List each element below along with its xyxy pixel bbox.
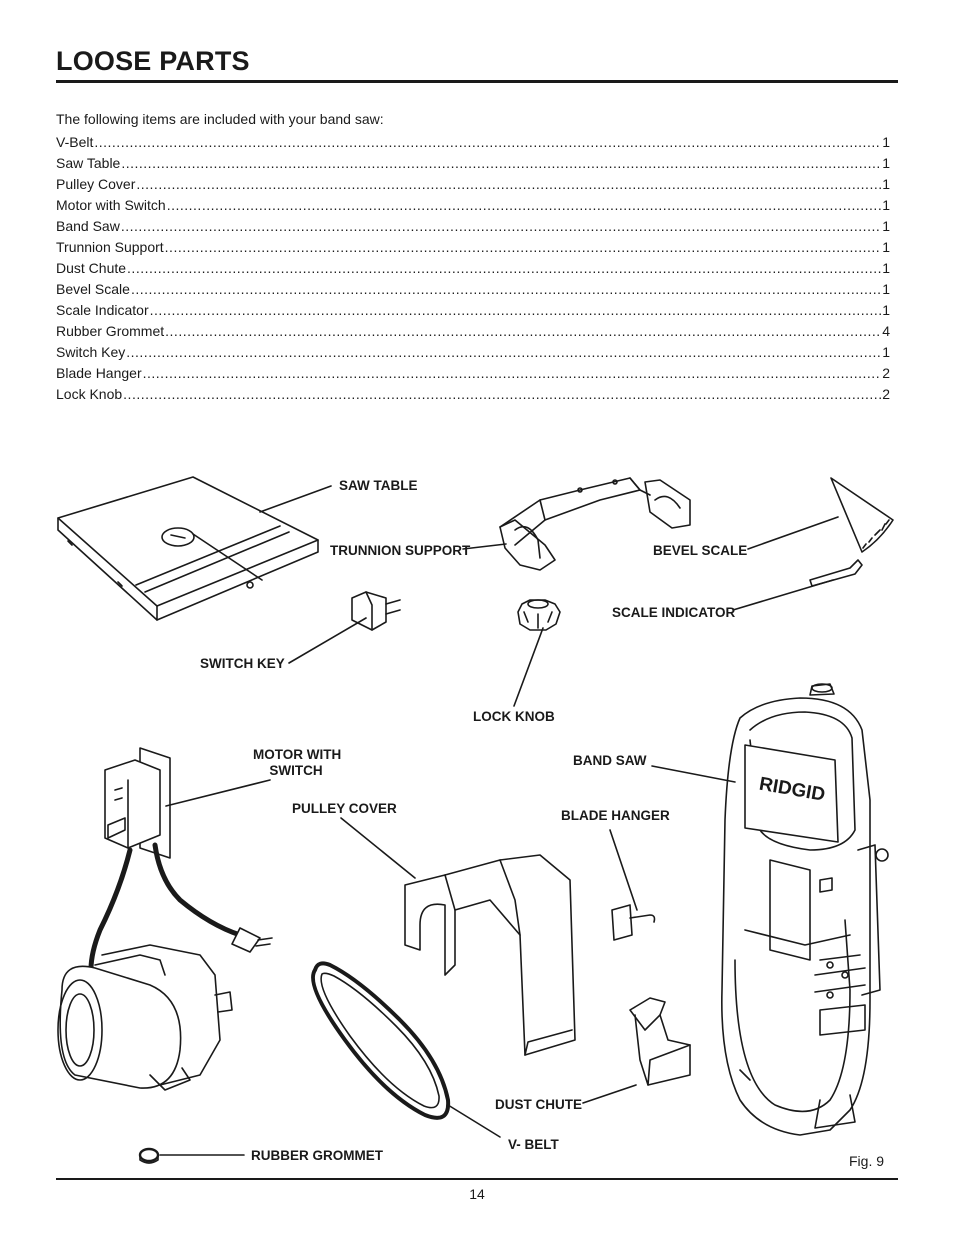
list-item: Lock Knob 2 (56, 384, 890, 405)
part-name: Rubber Grommet (56, 323, 165, 339)
part-name: Blade Hanger (56, 365, 142, 381)
part-quantity: 2 (882, 365, 890, 381)
rubber-grommet-drawing (138, 1147, 160, 1164)
label-dust-chute: DUST CHUTE (495, 1097, 582, 1112)
part-name: Saw Table (56, 155, 121, 171)
list-item: Switch Key 1 (56, 342, 890, 363)
intro-text: The following items are included with yo… (56, 111, 384, 127)
dust-chute-drawing (629, 997, 691, 1086)
label-switch-key: SWITCH KEY (200, 656, 285, 671)
label-motor-with-switch-line1: MOTOR WITH (253, 747, 342, 762)
part-quantity: 1 (882, 134, 890, 150)
trunnion-support-drawing (499, 477, 691, 571)
bevel-scale-drawing (830, 477, 894, 553)
page-title: LOOSE PARTS (56, 46, 250, 76)
label-pulley-cover: PULLEY COVER (292, 801, 397, 816)
list-item: Motor with Switch 1 (56, 195, 890, 216)
list-item: Blade Hanger 2 (56, 363, 890, 384)
part-name: Motor with Switch (56, 197, 166, 213)
part-quantity: 1 (882, 176, 890, 192)
motor-with-switch-drawing (57, 747, 273, 1091)
leader-lines (159, 485, 839, 1156)
band-saw-drawing (721, 683, 889, 1136)
part-name: Switch Key (56, 344, 126, 360)
list-item: V-Belt 1 (56, 132, 890, 153)
part-quantity: 1 (882, 281, 890, 297)
part-name: Pulley Cover (56, 176, 136, 192)
part-name: Dust Chute (56, 260, 127, 276)
part-quantity: 1 (882, 155, 890, 171)
list-item: Dust Chute 1 (56, 258, 890, 279)
part-quantity: 1 (882, 260, 890, 276)
list-item: Bevel Scale 1 (56, 279, 890, 300)
label-blade-hanger: BLADE HANGER (561, 808, 670, 823)
label-v-belt: V- BELT (508, 1137, 559, 1152)
switch-key-drawing (351, 591, 401, 631)
parts-list: V-Belt 1 Saw Table 1 Pulley Cover 1 Motor w… (56, 132, 890, 405)
part-quantity: 1 (882, 239, 890, 255)
page-number: 14 (469, 1186, 485, 1202)
list-item: Band Saw 1 (56, 216, 890, 237)
list-item: Saw Table 1 (56, 153, 890, 174)
list-item: Rubber Grommet 4 (56, 321, 890, 342)
part-name: Scale Indicator (56, 302, 149, 318)
label-trunnion-support: TRUNNION SUPPORT (330, 543, 471, 558)
list-item: Scale Indicator 1 (56, 300, 890, 321)
part-quantity: 2 (882, 386, 890, 402)
part-name: V-Belt (56, 134, 94, 150)
pulley-cover-drawing (404, 854, 576, 1056)
label-lock-knob: LOCK KNOB (473, 709, 555, 724)
footer-rule (56, 1178, 898, 1180)
part-quantity: 1 (882, 218, 890, 234)
label-scale-indicator: SCALE INDICATOR (612, 605, 736, 620)
scale-indicator-drawing (809, 559, 863, 587)
saw-table-drawing (57, 476, 319, 621)
label-saw-table: SAW TABLE (339, 478, 418, 493)
part-name: Trunnion Support (56, 239, 164, 255)
list-item: Trunnion Support 1 (56, 237, 890, 258)
figure-caption: Fig. 9 (849, 1153, 885, 1169)
part-name: Lock Knob (56, 386, 123, 402)
label-motor-with-switch: MOTOR WITH SWITCH (253, 747, 342, 779)
blade-hanger-drawing (611, 904, 656, 941)
part-name: Band Saw (56, 218, 120, 234)
label-band-saw: BAND SAW (573, 753, 647, 768)
part-quantity: 1 (882, 197, 890, 213)
lock-knob-drawing (517, 599, 561, 631)
label-bevel-scale: BEVEL SCALE (653, 543, 748, 558)
label-rubber-grommet: RUBBER GROMMET (251, 1148, 383, 1163)
part-quantity: 1 (882, 302, 890, 318)
part-quantity: 4 (882, 323, 890, 339)
v-belt-drawing (311, 961, 451, 1120)
title-rule (56, 80, 898, 83)
list-item: Pulley Cover 1 (56, 174, 890, 195)
part-quantity: 1 (882, 344, 890, 360)
part-name: Bevel Scale (56, 281, 130, 297)
label-motor-with-switch-line2: SWITCH (269, 763, 323, 778)
